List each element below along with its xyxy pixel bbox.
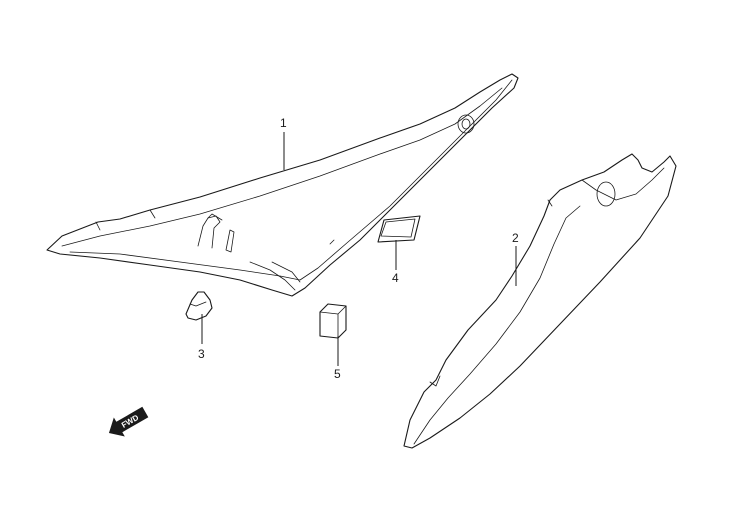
callout-1: 1 — [280, 116, 287, 130]
callout-4: 4 — [392, 271, 399, 285]
part-4-reflector[interactable] — [377, 215, 421, 243]
callout-2: 2 — [512, 231, 519, 245]
fwd-arrow-icon: FWD — [108, 406, 149, 437]
part-5-block[interactable] — [319, 303, 347, 339]
part-1-tail-cover[interactable] — [46, 73, 519, 297]
callout-5: 5 — [334, 367, 341, 381]
part-3-cap[interactable] — [185, 291, 213, 321]
callout-3: 3 — [198, 347, 205, 361]
part-2-frame-cover[interactable] — [403, 153, 677, 449]
